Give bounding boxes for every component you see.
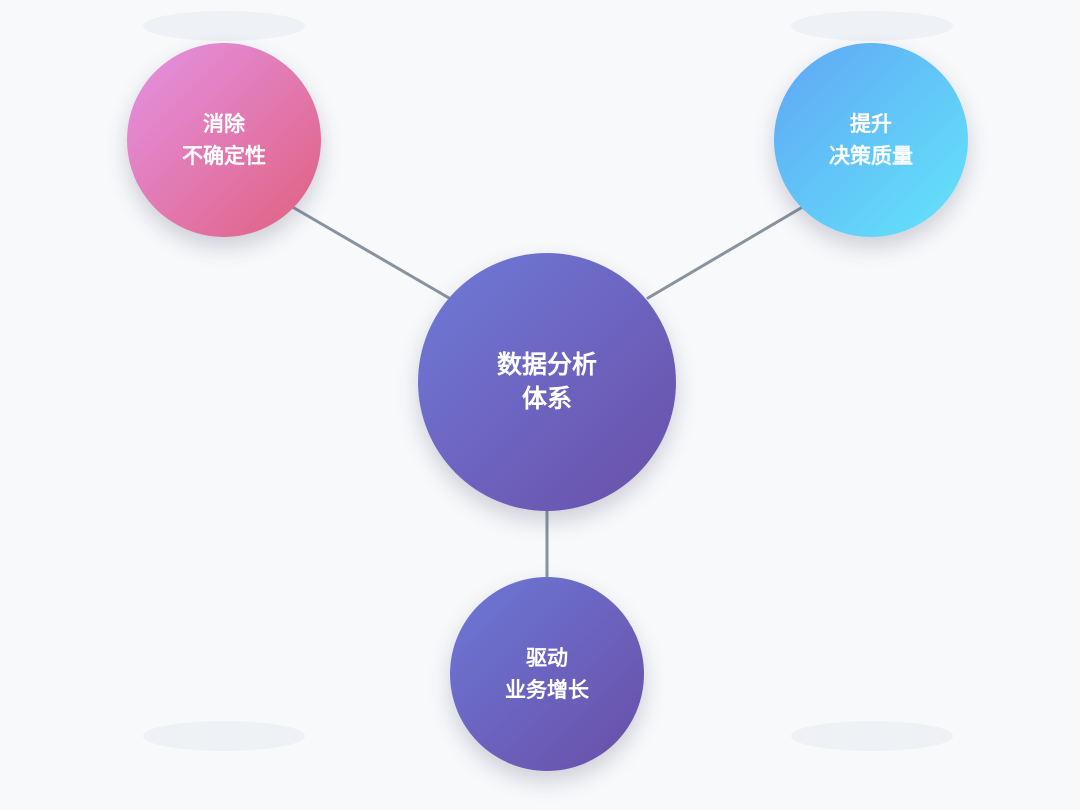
decorative-lens-top-right: [791, 11, 953, 41]
bottom-node: 驱动 业务增长: [450, 577, 644, 771]
connector-center-top-left: [287, 203, 451, 300]
decorative-lens-bottom-right: [791, 721, 953, 751]
decorative-lens-top-left: [143, 11, 305, 41]
top-left-node-line-1: 消除: [203, 112, 245, 136]
top-right-node-line-1: 提升: [850, 112, 892, 136]
bottom-node-line-1: 驱动: [526, 646, 568, 670]
connector-center-top-right: [646, 203, 808, 300]
top-left-node-line-2: 不确定性: [182, 144, 266, 168]
bottom-node-line-2: 业务增长: [505, 678, 589, 702]
center-node: 数据分析 体系: [418, 253, 676, 511]
decorative-lens-bottom-left: [143, 721, 305, 751]
top-right-node: 提升 决策质量: [774, 43, 968, 237]
center-node-line-1: 数据分析: [496, 350, 597, 379]
top-right-node-line-2: 决策质量: [829, 144, 913, 168]
top-left-node: 消除 不确定性: [127, 43, 321, 237]
center-node-line-2: 体系: [521, 384, 572, 413]
